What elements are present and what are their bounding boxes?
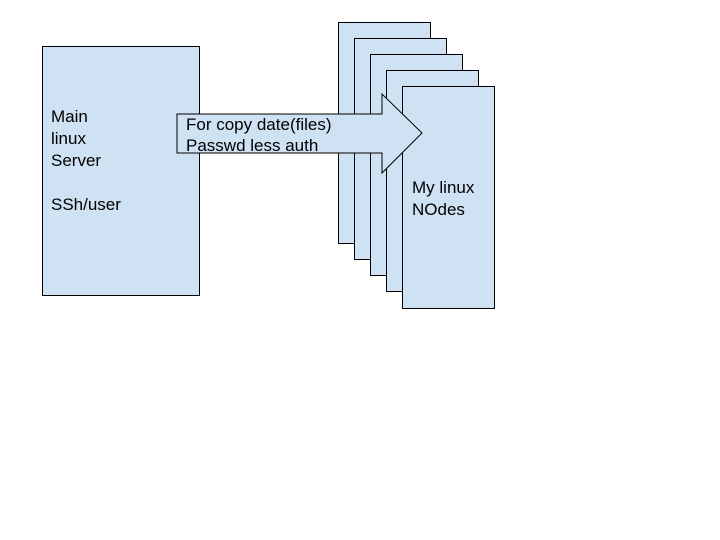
server-label-line4: SSh/user xyxy=(51,195,121,214)
arrow-label-line2: Passwd less auth xyxy=(186,136,319,155)
node-box-5 xyxy=(402,86,495,309)
server-label-line3: Server xyxy=(51,151,102,170)
server-label-line1: Main xyxy=(51,107,88,126)
nodes-label-line2: NOdes xyxy=(412,200,465,219)
server-label-line2: linux xyxy=(51,129,86,148)
arrow-label-line1: For copy date(files) xyxy=(186,115,332,134)
main-server-box xyxy=(42,46,200,296)
nodes-label-line1: My linux xyxy=(412,178,475,197)
